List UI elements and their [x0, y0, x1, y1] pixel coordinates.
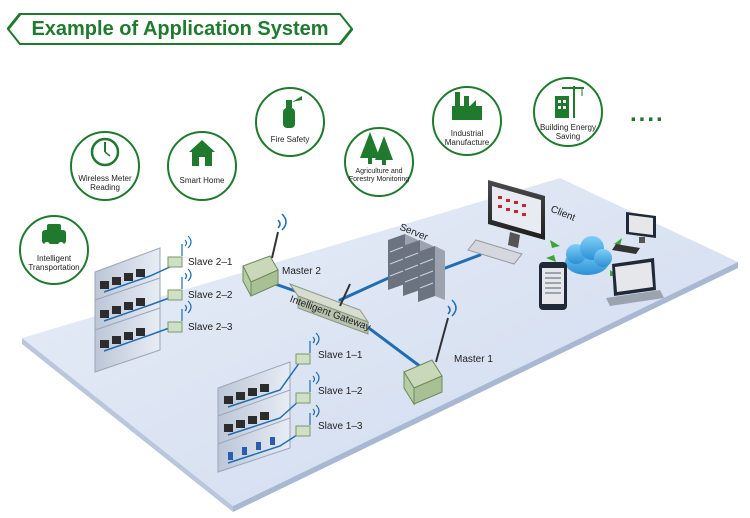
- meter-icon: [90, 137, 120, 167]
- more-applications-ellipsis: ....: [630, 100, 665, 127]
- app-label-meter: Wireless Meter Reading: [78, 174, 132, 192]
- link-gateway-master1: [356, 318, 427, 372]
- tablet-device: [539, 262, 567, 310]
- desktop-monitor: [467, 180, 545, 265]
- app-circle-forest: [344, 127, 414, 197]
- master-2-device: [242, 213, 287, 297]
- label-slave-1-1: Slave 1–1: [318, 350, 363, 361]
- cloud-icon: [565, 236, 612, 275]
- app-label-home: Smart Home: [179, 176, 225, 185]
- label-slave-2-3: Slave 2–3: [188, 322, 233, 333]
- label-slave-2-2: Slave 2–2: [188, 290, 233, 301]
- application-circles: [19, 77, 603, 285]
- intelligent-gateway-device: [288, 282, 370, 335]
- app-label-transportation: Intelligent Transportation: [28, 254, 80, 272]
- house-icon: [189, 140, 215, 166]
- label-master-2: Master 2: [282, 266, 321, 277]
- label-slave-1-3: Slave 1–3: [318, 421, 363, 432]
- app-label-industrial: Industrial Manufacture: [444, 129, 490, 147]
- floor-platform: [22, 178, 738, 512]
- page-title: Example of Application System: [31, 18, 329, 40]
- link-gateway-server: [338, 273, 397, 302]
- label-slave-2-1: Slave 2–1: [188, 257, 233, 268]
- label-slave-1-2: Slave 1–2: [318, 386, 363, 397]
- factory-icon: [452, 92, 482, 120]
- label-master-1: Master 1: [454, 354, 493, 365]
- crane-building-icon: [555, 86, 584, 118]
- slave-modules: [167, 256, 311, 437]
- laptop-device: [606, 258, 664, 306]
- trees-icon: [360, 132, 393, 165]
- desktop-pc-device: [612, 212, 656, 254]
- slave-group-2-rack: [94, 247, 173, 373]
- app-circle-industrial: [432, 86, 502, 156]
- link-server-client: [438, 253, 482, 272]
- app-label-fire: Fire Safety: [270, 135, 310, 144]
- title-banner: Example of Application System: [6, 12, 354, 46]
- app-label-building: Building Energy Saving: [539, 123, 597, 141]
- title-banner-frame: [6, 13, 354, 45]
- app-label-forest: Agriculture and Forestry Monitoring: [348, 168, 410, 183]
- fire-extinguisher-icon: [283, 96, 302, 128]
- master-1-device: [403, 299, 457, 406]
- app-circle-transportation: [19, 215, 89, 285]
- server-rack: [388, 234, 445, 302]
- slave-group-1-rack: [217, 361, 301, 473]
- car-icon: [42, 224, 66, 248]
- slave-antenna-icons: [181, 235, 320, 425]
